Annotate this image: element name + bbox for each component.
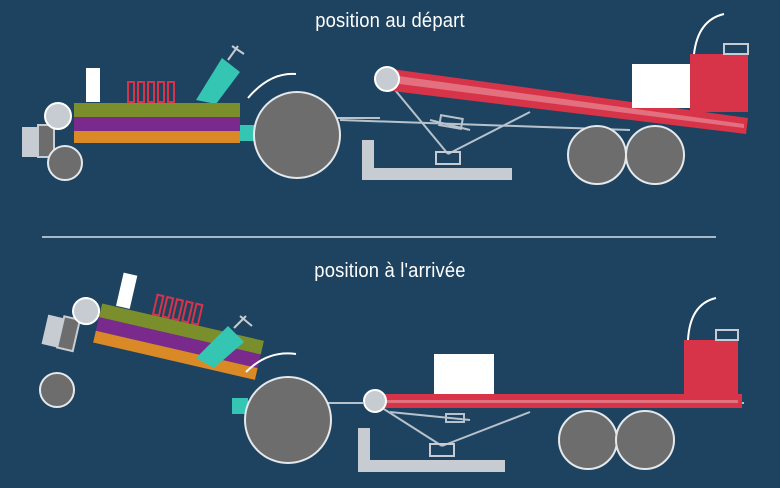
cable-link (445, 413, 465, 423)
sled-start (339, 13, 749, 185)
cable (441, 411, 531, 447)
sled-cabin (684, 340, 738, 396)
cabin-seat (715, 329, 739, 341)
cabin-seat (723, 43, 749, 55)
exhaust-pipes (127, 81, 175, 103)
rear-wheel (253, 91, 341, 179)
sled-bed-stripe (384, 74, 744, 128)
divider (42, 236, 716, 238)
body-orange (93, 330, 258, 380)
front-weight (37, 124, 55, 158)
exhaust-pipes (151, 293, 204, 326)
body-green (74, 103, 240, 117)
tractor-start (22, 45, 380, 181)
cabin-arc (693, 13, 725, 55)
sled-finish (338, 297, 744, 472)
caption-start-position: position au départ (315, 10, 465, 32)
intake-tip (233, 315, 247, 329)
rear-hub (240, 125, 256, 141)
pan-bracket (435, 151, 461, 165)
fender-arc (245, 352, 297, 373)
ground-pan (362, 140, 512, 180)
front-weight (55, 315, 82, 353)
exhaust-stack (86, 68, 100, 102)
intake-tip (239, 315, 253, 327)
pan-bracket (429, 443, 455, 457)
body-orange (74, 131, 240, 143)
cable (389, 411, 471, 421)
scene-finish (39, 272, 744, 472)
weight-box (632, 64, 692, 108)
front-roller (72, 297, 101, 326)
sled-wheel (567, 125, 627, 185)
wheelie-bar (22, 127, 40, 157)
scene-start (22, 13, 749, 185)
cable (447, 111, 531, 155)
front-roller (44, 102, 72, 130)
cable (375, 403, 443, 447)
fender-arc (247, 72, 297, 99)
weight-box (434, 354, 494, 394)
cable (429, 119, 471, 131)
tractor-finish (39, 272, 364, 464)
sled-cabin (690, 54, 748, 112)
cable-link (438, 114, 464, 130)
body-purple (74, 117, 240, 131)
intake-tip (231, 45, 245, 55)
tow-chain (339, 119, 631, 131)
cabin-arc (687, 297, 717, 341)
sled-roller (374, 66, 400, 92)
air-intake (196, 326, 244, 368)
rear-hub (232, 398, 248, 414)
sled-wheel (625, 125, 685, 185)
exhaust-stack (116, 272, 138, 309)
sled-wheel (615, 410, 675, 470)
sled-bed-stripe (376, 400, 738, 403)
caption-finish-position: position à l'arrivée (314, 260, 466, 282)
front-wheel (39, 372, 75, 408)
air-intake (196, 58, 240, 104)
rear-wheel (244, 376, 332, 464)
ground-pan (358, 428, 505, 472)
sled-roller (363, 389, 387, 413)
front-wheel (47, 145, 83, 181)
sled-wheel (558, 410, 618, 470)
cable (394, 89, 449, 155)
